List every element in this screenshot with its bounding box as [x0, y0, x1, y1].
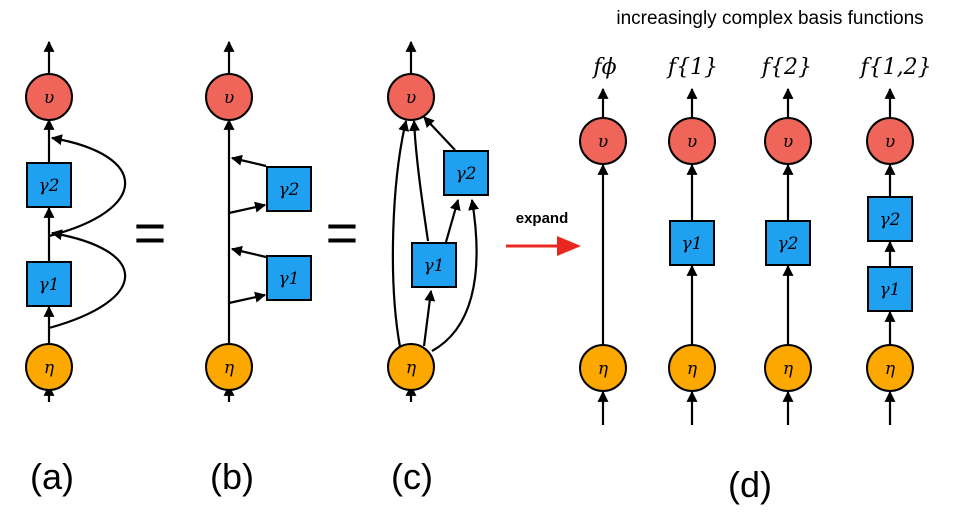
basis-column-f-phi: fϕ υ η — [579, 55, 627, 425]
edge-eta-upsilon — [391, 119, 410, 348]
node-label: υ — [406, 88, 416, 108]
edge-eta-gamma1 — [422, 289, 436, 347]
node-gamma2: γ2 — [765, 220, 811, 266]
node-label: υ — [783, 132, 793, 152]
edge-gamma1-gamma2 — [444, 198, 461, 243]
panel-label-d: (d) — [728, 464, 772, 505]
node-gamma1: γ1 — [669, 220, 715, 266]
basis-label: f{1} — [666, 55, 718, 80]
panel-d: fϕ υ η f{1} υ — [579, 55, 932, 505]
node-label: γ2 — [880, 210, 901, 230]
panel-label-b: (b) — [210, 456, 254, 497]
node-label: υ — [885, 132, 895, 152]
node-label: γ1 — [424, 256, 445, 276]
node-upsilon: υ — [25, 73, 73, 121]
diagram-title: increasingly complex basis functions — [616, 8, 923, 29]
node-gamma1: γ1 — [867, 266, 913, 312]
node-upsilon: υ — [668, 117, 716, 165]
node-upsilon: υ — [866, 117, 914, 165]
equals-sign-1: = — [134, 201, 167, 264]
node-gamma2: γ2 — [26, 162, 72, 208]
node-label: υ — [44, 88, 54, 108]
node-eta: η — [25, 343, 73, 391]
node-upsilon: υ — [387, 73, 435, 121]
expand-arrow-group: expand — [506, 210, 581, 256]
basis-column-f-2: f{2} υ γ2 η — [760, 55, 812, 425]
expand-label: expand — [516, 210, 569, 227]
node-label: γ2 — [456, 164, 477, 184]
expand-arrow-head — [557, 236, 581, 256]
panel-label-c: (c) — [391, 456, 433, 497]
basis-label: fϕ — [591, 55, 616, 80]
node-gamma2: γ2 — [443, 150, 489, 196]
node-eta: η — [764, 344, 812, 392]
edge-from-gamma1 — [230, 245, 267, 259]
node-gamma2: γ2 — [266, 166, 312, 212]
basis-label: f{2} — [760, 55, 812, 80]
basis-label: f{1,2} — [858, 55, 931, 80]
node-label: η — [598, 359, 609, 379]
panel-c: υ γ2 γ1 η (c) — [387, 40, 489, 497]
node-gamma1: γ1 — [26, 261, 72, 307]
edge-eta-gamma2 — [431, 198, 480, 352]
node-label: γ2 — [279, 180, 300, 200]
node-eta: η — [579, 344, 627, 392]
node-upsilon: υ — [579, 117, 627, 165]
node-upsilon: υ — [205, 73, 253, 121]
node-label: γ2 — [39, 176, 60, 196]
node-gamma2: γ2 — [867, 196, 913, 242]
node-label: η — [44, 358, 55, 378]
panel-a: υ γ2 γ1 η (a) — [25, 40, 127, 497]
node-label: η — [885, 359, 896, 379]
edge-from-gamma2 — [230, 154, 267, 168]
equals-sign-2: = — [326, 201, 359, 264]
node-label: γ1 — [39, 275, 60, 295]
node-label: γ2 — [778, 234, 799, 254]
node-eta: η — [387, 343, 435, 391]
edge-to-gamma2 — [228, 201, 267, 215]
skip-connection-2 — [48, 134, 127, 238]
node-label: γ1 — [279, 269, 300, 289]
node-eta: η — [668, 344, 716, 392]
panel-b: υ γ2 γ1 η (b) — [205, 40, 312, 497]
panel-label-a: (a) — [30, 456, 74, 497]
node-label: υ — [687, 132, 697, 152]
node-gamma1: γ1 — [411, 242, 457, 288]
edge-gamma2-upsilon — [423, 116, 456, 151]
basis-column-f-1: f{1} υ γ1 η — [666, 55, 718, 425]
node-label: η — [224, 358, 235, 378]
node-upsilon: υ — [764, 117, 812, 165]
edge-gamma1-upsilon — [409, 119, 430, 242]
node-label: υ — [224, 88, 234, 108]
skip-connection-1 — [48, 229, 127, 330]
edge-to-gamma1 — [228, 291, 267, 305]
node-label: η — [687, 359, 698, 379]
node-label: υ — [598, 132, 608, 152]
node-gamma1: γ1 — [266, 255, 312, 301]
basis-column-f-1-2: f{1,2} υ γ2 γ1 η — [858, 55, 932, 425]
node-label: γ1 — [880, 280, 901, 300]
node-eta: η — [205, 343, 253, 391]
node-eta: η — [866, 344, 914, 392]
node-label: γ1 — [682, 234, 703, 254]
node-label: η — [406, 358, 417, 378]
node-label: η — [783, 359, 794, 379]
